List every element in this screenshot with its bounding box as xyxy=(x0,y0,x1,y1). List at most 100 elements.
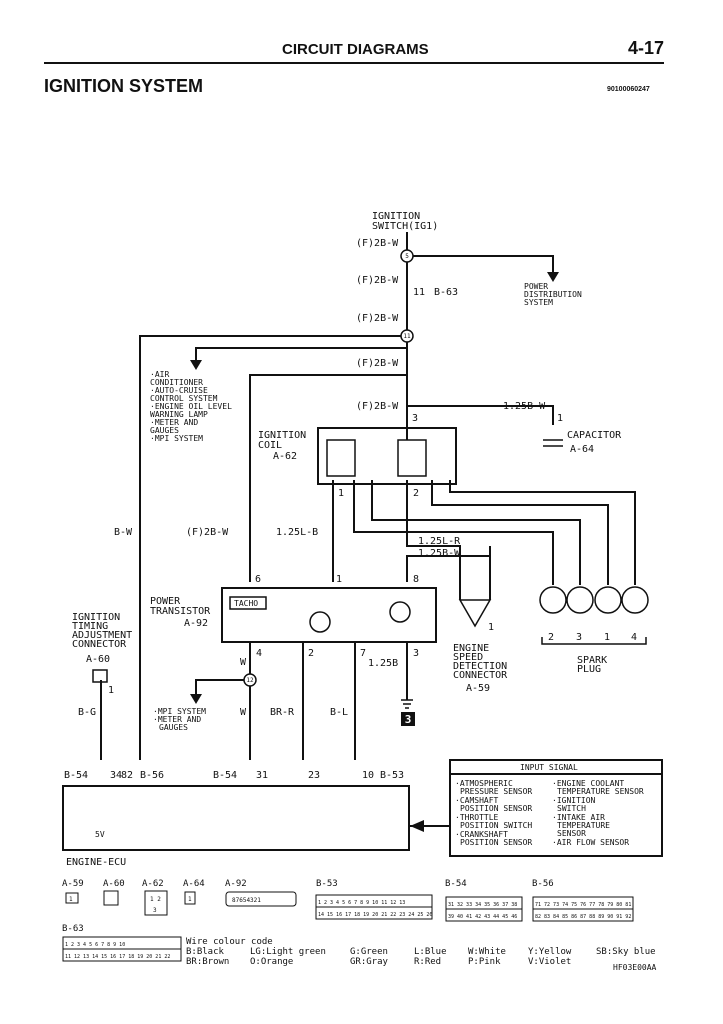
connector-view-label: A-92 xyxy=(225,879,247,889)
wire-label: (F)2B-W xyxy=(356,358,399,369)
wire-label: (F)2B-W xyxy=(356,313,399,324)
legend-item: Y:Yellow xyxy=(528,947,572,957)
connector-label: B-63 xyxy=(434,287,458,298)
figure-code: HF03E00AA xyxy=(613,963,657,972)
pin-row: 71 72 73 74 75 76 77 78 79 80 81 xyxy=(535,902,631,908)
pin-row: 39 40 41 42 43 44 45 46 xyxy=(448,914,517,920)
connector-view-label: B-63 xyxy=(62,924,84,934)
pin-label: 2 xyxy=(413,488,419,499)
input-signal-item: ·IGNITION xyxy=(552,796,596,805)
ignition-switch-label-1: IGNITION xyxy=(372,211,420,222)
itac-label: IGNITION xyxy=(72,612,120,623)
legend-item: SB:Sky blue xyxy=(596,947,656,957)
wire-label: B-G xyxy=(78,707,96,718)
power-dist-label: POWER xyxy=(524,282,548,291)
capacitor-label: CAPACITOR xyxy=(567,430,622,441)
legend-item: O:Orange xyxy=(250,957,294,967)
legend-item: G:Green xyxy=(350,947,388,957)
connector-view-label: A-64 xyxy=(183,879,205,889)
connector-label: B-54 xyxy=(213,770,237,781)
spark-plug-label: SPARK xyxy=(577,655,607,666)
connector-view-label: A-60 xyxy=(103,879,125,889)
input-signal-item: ·ENGINE COOLANT xyxy=(552,779,624,788)
feeds-label: ·AIR xyxy=(150,370,169,379)
pin-label: 3 xyxy=(153,907,157,914)
ignition-coil-box xyxy=(317,427,457,485)
pin-row: 1 2 3 4 5 6 7 8 9 10 11 12 13 xyxy=(318,900,405,906)
input-signal-item: ·ATMOSPHERIC xyxy=(455,779,513,788)
page-header-title: CIRCUIT DIAGRAMS xyxy=(282,41,429,58)
pin-label: 10 xyxy=(362,770,374,781)
input-signal-item: ·CRANKSHAFT xyxy=(455,830,508,839)
feeds-label: ·AUTO-CRUISE xyxy=(150,386,208,395)
wire-label: B-W xyxy=(114,527,133,538)
wire-label: W xyxy=(240,707,247,718)
pin-label: 3 xyxy=(412,413,418,424)
ignition-switch-label-2: SWITCH(IG1) xyxy=(372,221,438,232)
power-dist-label: DISTRIBUTION xyxy=(524,290,582,299)
input-signal-item: TEMPERATURE xyxy=(557,821,610,830)
pin-label: 4 xyxy=(256,648,262,659)
wire-label: B-L xyxy=(330,707,348,718)
input-signal-item: PRESSURE SENSOR xyxy=(460,787,532,796)
pin-row: 31 32 33 34 35 36 37 38 xyxy=(448,902,517,908)
input-signal-box xyxy=(449,759,663,857)
input-signal-item: ·THROTTLE xyxy=(455,813,499,822)
pin-label: 7 xyxy=(360,648,366,659)
wire-label: BR-R xyxy=(270,707,295,718)
input-signal-item: POSITION SENSOR xyxy=(460,838,532,847)
legend-heading: Wire colour code xyxy=(186,937,273,947)
pin-label: 31 xyxy=(256,770,268,781)
tacho-label: TACHO xyxy=(234,599,258,608)
connector-view-label: A-62 xyxy=(142,879,164,889)
legend-item: B:Black xyxy=(186,947,224,957)
transistor-icon xyxy=(389,601,411,623)
coil-label: IGNITION xyxy=(258,430,306,441)
legend-item: LG:Light green xyxy=(250,947,326,957)
connector-label: A-59 xyxy=(466,683,490,694)
pin-label: 1 xyxy=(336,574,342,585)
wire-label: 1.25B xyxy=(368,658,398,669)
transistor-icon xyxy=(309,611,331,633)
connector-view-label: B-54 xyxy=(445,879,467,889)
input-signal-item: ·AIR FLOW SENSOR xyxy=(552,838,629,847)
wire-colour-legend: Wire colour code B:Black LG:Light green G:… xyxy=(186,937,656,967)
itac-label: CONNECTOR xyxy=(72,639,127,650)
input-signal-item: POSITION SENSOR xyxy=(460,804,532,813)
feeds-label: CONDITIONER xyxy=(150,378,203,387)
connector-view-label: A-59 xyxy=(62,879,84,889)
feeds-label: ·ENGINE OIL LEVEL xyxy=(150,402,232,411)
pin-row: 14 15 16 17 18 19 20 21 22 23 24 25 26 xyxy=(318,912,432,918)
mpi-label: ·MPI SYSTEM xyxy=(153,707,206,716)
feeds-label: ·METER AND xyxy=(150,418,198,427)
spark-plug-number: 2 xyxy=(548,632,554,643)
connector-label: A-92 xyxy=(184,618,208,629)
wire-label: 1.25L-B xyxy=(276,527,318,538)
input-signal-item: ·CAMSHAFT xyxy=(455,796,499,805)
esdc-label: ENGINE xyxy=(453,643,489,654)
pin-label: 6 xyxy=(255,574,261,585)
pin-row: 82 83 84 85 86 87 88 89 90 91 92 xyxy=(535,914,631,920)
wire-label: (F)2B-W xyxy=(186,527,229,538)
pin-label: 2 xyxy=(308,648,314,659)
feeds-label: CONTROL SYSTEM xyxy=(150,394,218,403)
wire-label: 1.25L-R xyxy=(418,536,461,547)
input-signal-item: SWITCH xyxy=(557,804,586,813)
input-signal-item: SENSOR xyxy=(557,829,586,838)
connector-view-label: B-56 xyxy=(532,879,554,889)
spark-plug-icon xyxy=(621,586,649,614)
pin-label: 1 xyxy=(188,896,192,903)
pin-row: 11 12 13 14 15 16 17 18 19 20 21 22 xyxy=(65,954,170,960)
pin-label: 82 xyxy=(121,770,133,781)
input-signal-item: POSITION SWITCH xyxy=(460,821,532,830)
spark-plug-number: 1 xyxy=(604,632,610,643)
page-number: 4-17 xyxy=(628,38,665,58)
engine-ecu-box xyxy=(62,785,410,851)
power-dist-label: SYSTEM xyxy=(524,298,553,307)
splice-12-label: 12 xyxy=(246,677,254,684)
pin-label: 8 xyxy=(413,574,419,585)
power-transistor-label: POWER xyxy=(150,596,181,607)
feeds-label: WARNING LAMP xyxy=(150,410,208,419)
power-transistor-label: TRANSISTOR xyxy=(150,606,211,617)
